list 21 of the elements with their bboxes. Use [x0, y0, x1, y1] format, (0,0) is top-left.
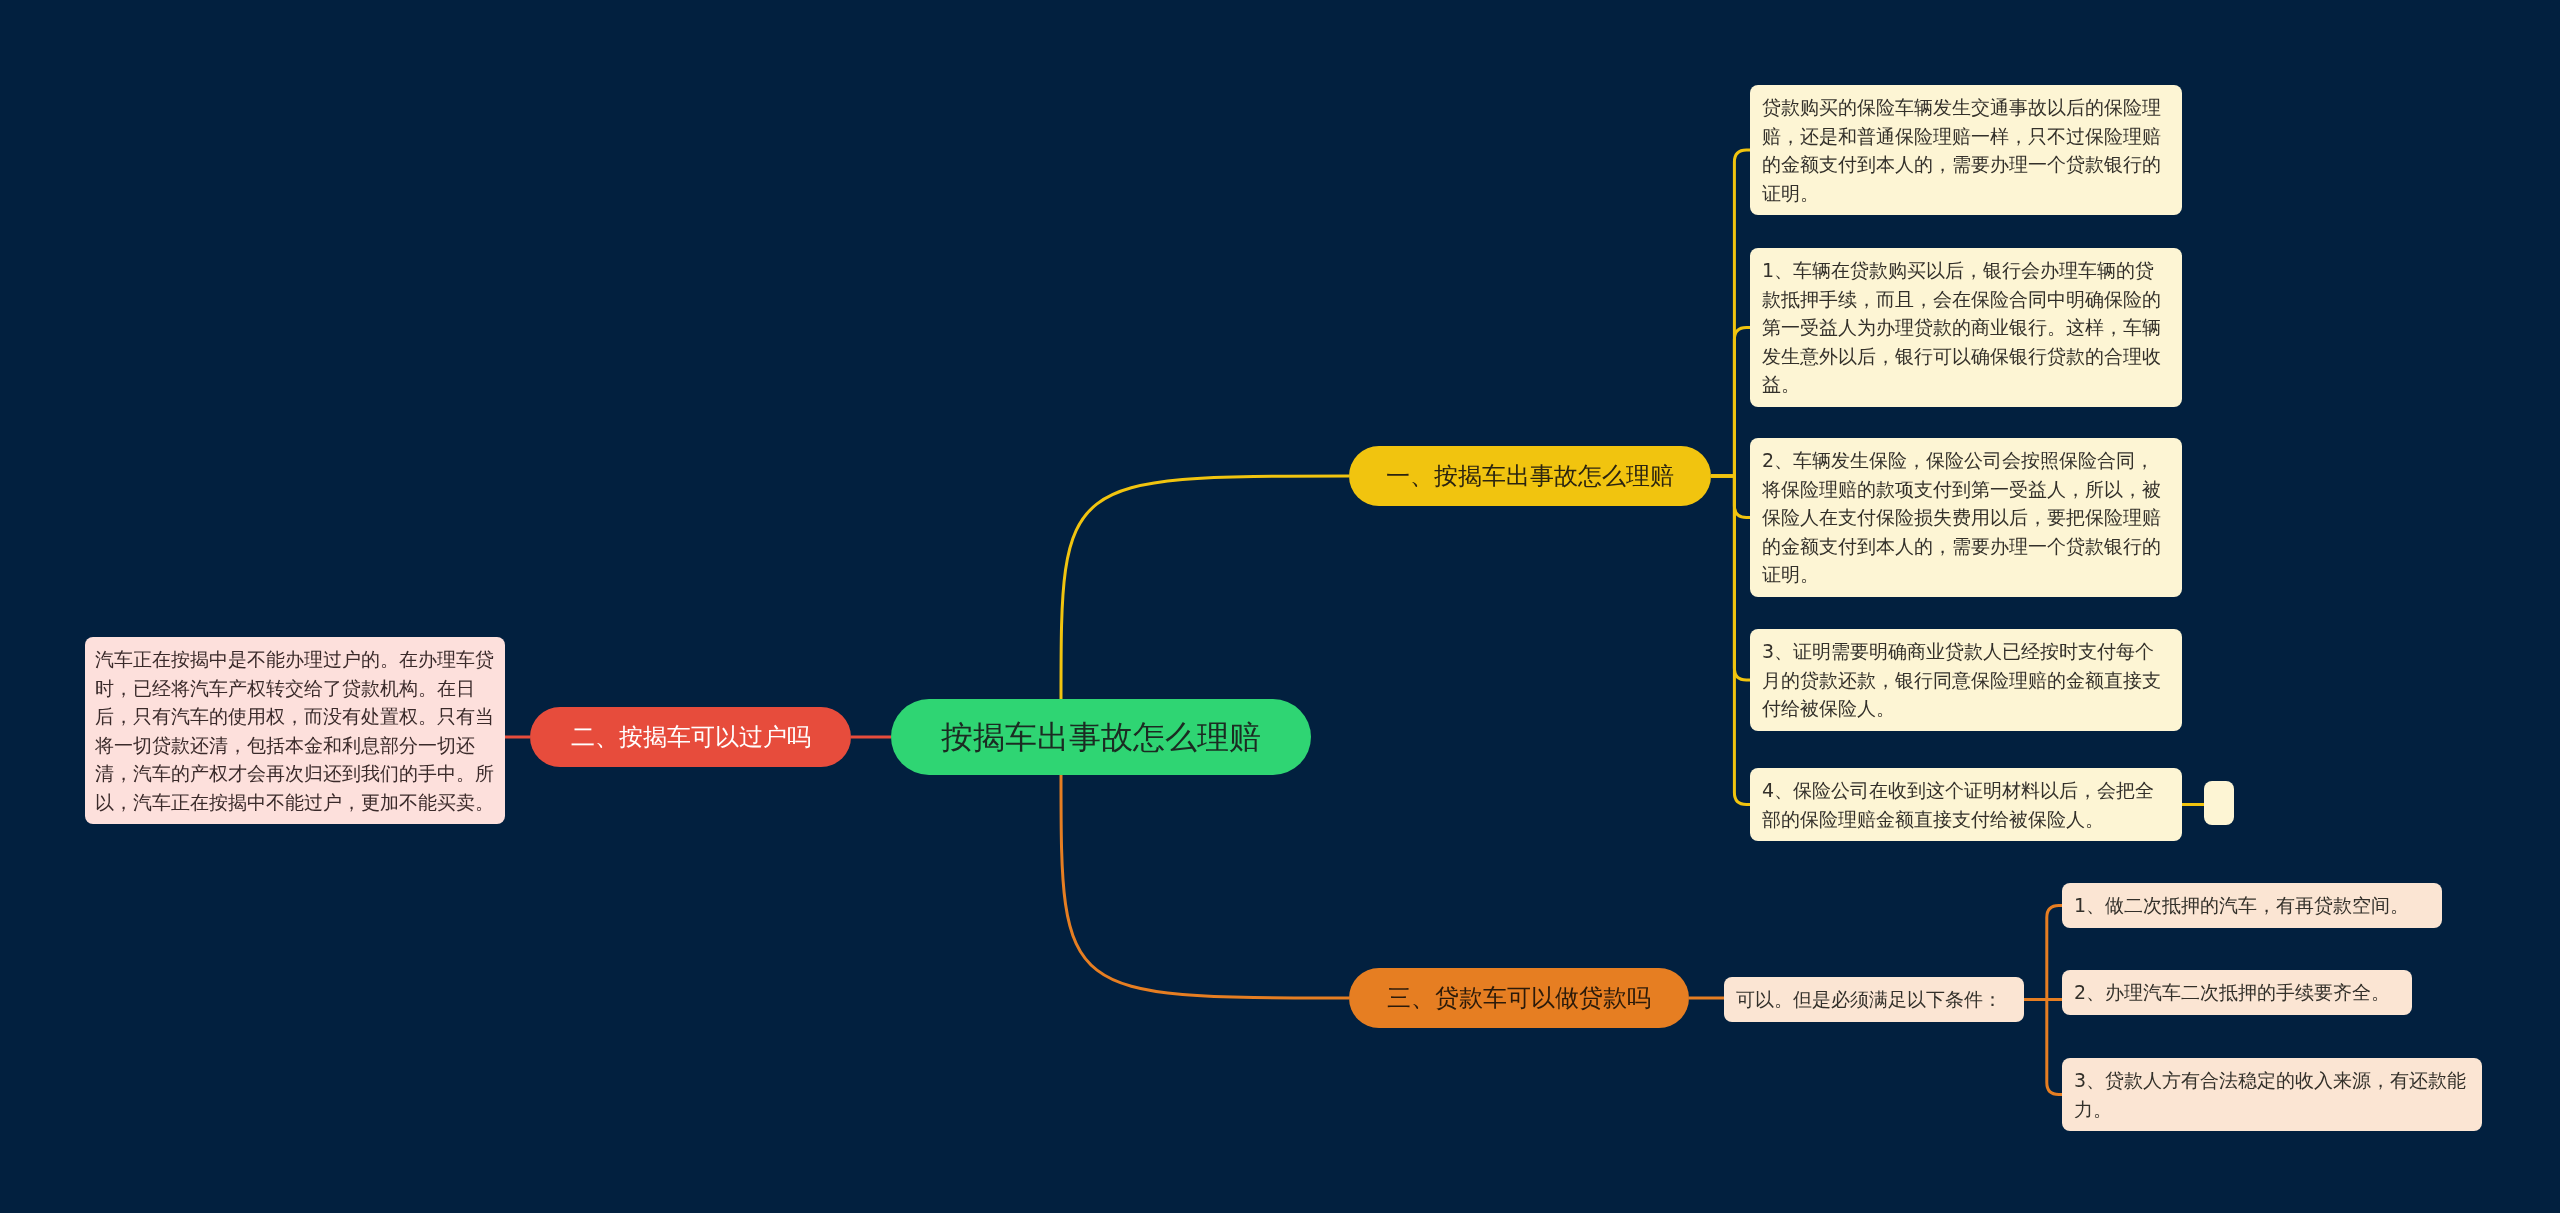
- branch-topic: 一、按揭车出事故怎么理赔: [1349, 446, 1711, 506]
- note-card: 可以。但是必须满足以下条件：: [1724, 977, 2024, 1022]
- note-card: 4、保险公司在收到这个证明材料以后，会把全部的保险理赔金额直接支付给被保险人。: [1750, 768, 2182, 841]
- connector-line: [851, 735, 891, 739]
- note-card: 贷款购买的保险车辆发生交通事故以后的保险理赔，还是和普通保险理赔一样，只不过保险理赔的金额支付到本人的，需要办理一个贷款银行的证明。: [1750, 85, 2182, 215]
- connector-line: [1059, 775, 1349, 1000]
- branch-topic: 二、按揭车可以过户吗: [530, 707, 851, 767]
- note-card: 1、车辆在贷款购买以后，银行会办理车辆的贷款抵押手续，而且，会在保险合同中明确保险的第一受益人为办理贷款的商业银行。这样，车辆发生意外以后，银行可以确保银行贷款的合理收益。: [1750, 248, 2182, 407]
- connector-line: [1689, 996, 1724, 1000]
- note-card: 3、证明需要明确商业贷款人已经按时支付每个月的贷款还款，银行同意保险理赔的金额直接支付给被保险人。: [1750, 629, 2182, 731]
- central-topic: 按揭车出事故怎么理赔: [891, 699, 1311, 775]
- note-card: 3、贷款人方有合法稳定的收入来源，有还款能力。: [2062, 1058, 2482, 1131]
- note-card: 2、车辆发生保险，保险公司会按照保险合同，将保险理赔的款项支付到第一受益人，所以，被保险人在支付保险损失费用以后，要把保险理赔的金额支付到本人的，需要办理一个贷款银行的证明。: [1750, 438, 2182, 597]
- connector-line: [505, 735, 530, 739]
- branch-topic: 三、贷款车可以做贷款吗: [1349, 968, 1689, 1028]
- note-card: 1、做二次抵押的汽车，有再贷款空间。: [2062, 883, 2442, 928]
- connector-line: [1059, 474, 1349, 699]
- empty-node: [2204, 781, 2234, 825]
- connector-line: [2182, 803, 2204, 806]
- note-card: 2、办理汽车二次抵押的手续要齐全。: [2062, 970, 2412, 1015]
- note-card: 汽车正在按揭中是不能办理过户的。在办理车贷时，已经将汽车产权转交给了贷款机构。在日后，只有汽车的使用权，而没有处置权。只有当将一切贷款还清，包括本金和利息部分一切还清，汽车的产权才会再次归还到我们的手中。所以，汽车正在按揭中不能过户，更加不能买卖。: [85, 637, 505, 824]
